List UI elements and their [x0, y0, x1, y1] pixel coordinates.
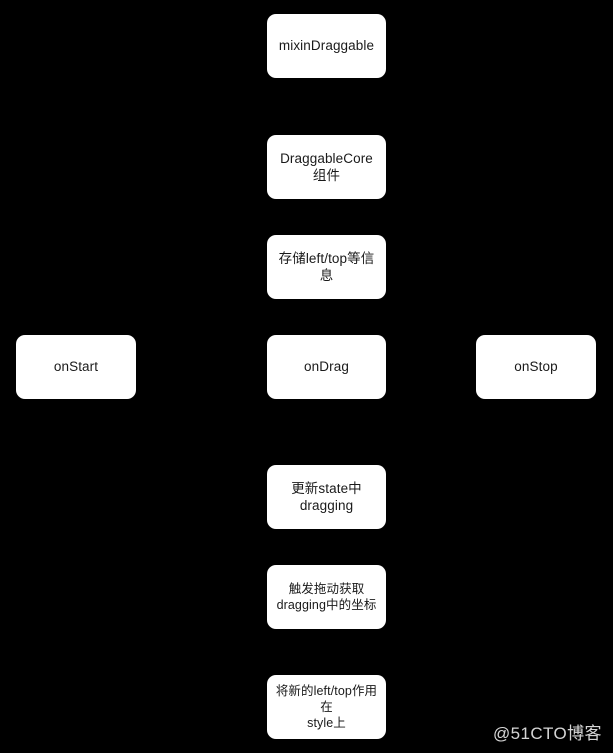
node-label-mixin-draggable: mixinDraggable — [278, 38, 375, 54]
node-store-left-top[interactable]: 存储left/top等信息 — [267, 235, 386, 299]
node-label-update-state-dragging: 更新state中dragging — [291, 480, 362, 513]
node-on-drag[interactable]: onDrag — [267, 335, 386, 399]
node-label-draggable-core: DraggableCore组件 — [280, 150, 373, 183]
node-label-on-stop: onStop — [514, 359, 558, 375]
node-label-trigger-drag-coords: 触发拖动获取 dragging中的坐标 — [276, 582, 377, 612]
node-mixin-draggable[interactable]: mixinDraggable — [267, 14, 386, 78]
node-update-state-dragging[interactable]: 更新state中dragging — [267, 465, 386, 529]
node-apply-left-top-style[interactable]: 将新的left/top作用在 style上 — [267, 675, 386, 739]
node-draggable-core[interactable]: DraggableCore组件 — [267, 135, 386, 199]
node-label-on-drag: onDrag — [304, 359, 349, 375]
node-on-stop[interactable]: onStop — [476, 335, 596, 399]
node-label-apply-left-top-style: 将新的left/top作用在 style上 — [275, 684, 378, 730]
watermark: @51CTO博客 — [493, 724, 602, 743]
node-label-store-left-top: 存储left/top等信息 — [278, 250, 375, 283]
node-on-start[interactable]: onStart — [16, 335, 136, 399]
node-label-on-start: onStart — [53, 359, 99, 375]
node-trigger-drag-coords[interactable]: 触发拖动获取 dragging中的坐标 — [267, 565, 386, 629]
